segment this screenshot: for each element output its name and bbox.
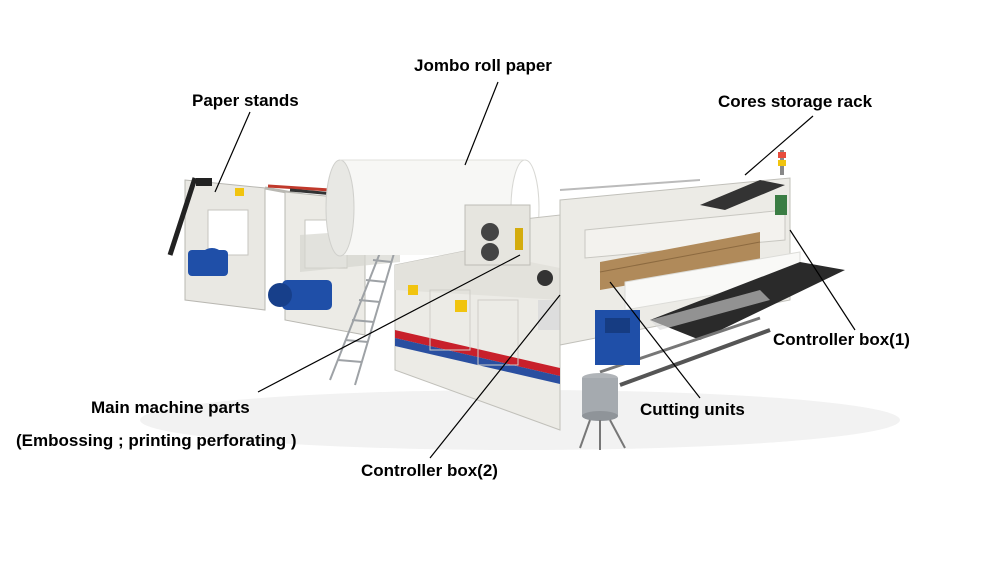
label-main-machine-parts-detail: (Embossing ; printing perforating ): [16, 431, 297, 450]
steel-bucket: [579, 373, 626, 450]
label-controller-box-2: Controller box(2): [361, 461, 498, 480]
leader-lines: [214, 81, 856, 459]
rewinder-unit: [559, 150, 845, 387]
label-paper-stands: Paper stands: [192, 91, 299, 110]
label-main-machine-parts: Main machine parts: [91, 398, 250, 417]
label-controller-box-1: Controller box(1): [773, 330, 910, 349]
label-cutting-units: Cutting units: [640, 400, 745, 419]
paper-stand-left: [167, 177, 331, 311]
cores-storage-rack: [559, 179, 785, 210]
label-jumbo-roll: Jombo roll paper: [414, 56, 552, 75]
label-cores-storage-rack: Cores storage rack: [718, 92, 873, 111]
cutting-unit: [595, 310, 640, 365]
